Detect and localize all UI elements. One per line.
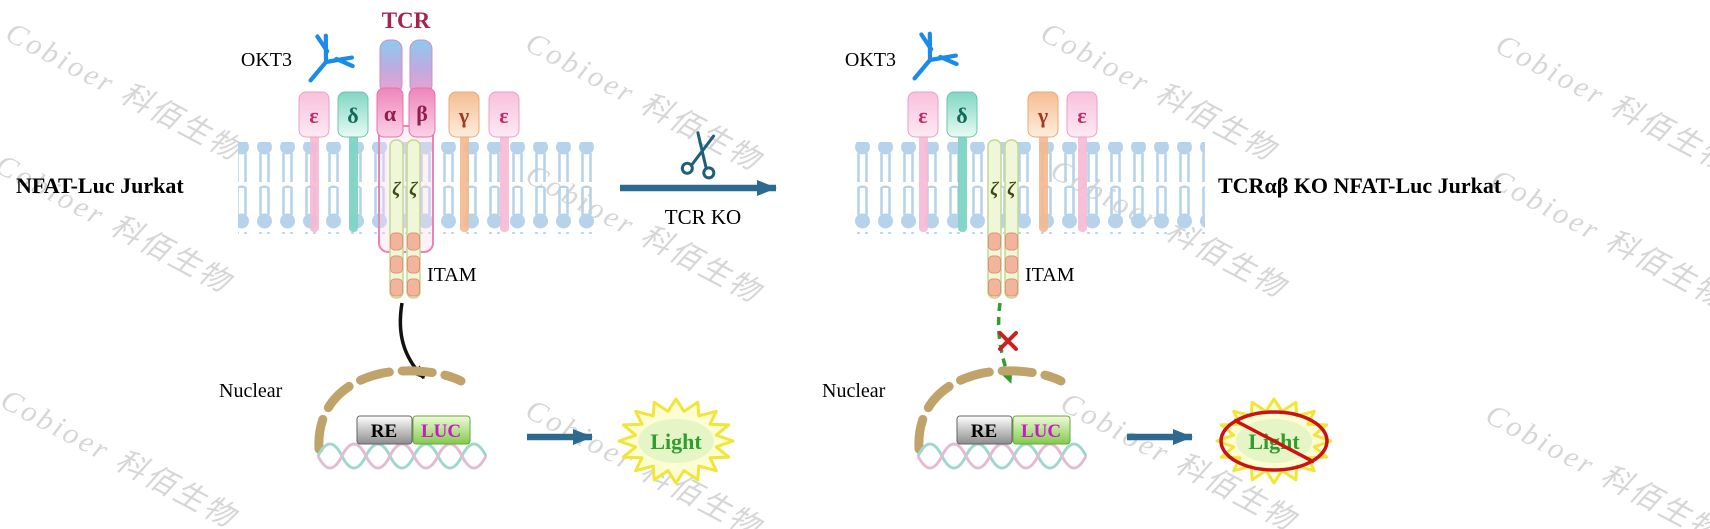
itam-motif: [407, 255, 420, 274]
itam-motif: [1005, 278, 1018, 297]
subunit-gamma: [448, 91, 480, 138]
right-cell-label: TCRαβ KO NFAT-Luc Jurkat: [1218, 173, 1502, 198]
subunit-beta-label: β: [416, 101, 428, 126]
subunit-gamma: [1027, 91, 1059, 138]
nuclear-membrane-arc: [314, 366, 466, 454]
itam-motif: [988, 232, 1001, 251]
re-label: RE: [371, 421, 397, 442]
okt3-label: OKT3: [241, 49, 292, 71]
subunit-epsilon1-label: ε: [309, 103, 318, 128]
tcr-alpha-stalk: [379, 39, 403, 95]
subunit-beta: [408, 87, 436, 138]
subunit-epsilon1: [298, 91, 330, 138]
dna-helix: [316, 442, 488, 470]
gamma-stalk: [1039, 130, 1048, 232]
re-label: RE: [971, 421, 997, 442]
subunit-epsilon2-label: ε: [1077, 103, 1086, 128]
right-panel: ζ ζ ε δ γ ε OKT3 ITAM TCRαβ KO NFAT-Luc …: [822, 31, 1502, 483]
okt3-antibody-icon: [308, 33, 355, 83]
zeta-chain-1: [987, 139, 1002, 299]
re-box: [356, 415, 413, 445]
tcr-ko-label: TCR KO: [665, 205, 741, 229]
subunit-gamma-label: γ: [1037, 103, 1048, 128]
subunit-epsilon2: [1066, 91, 1098, 138]
left-cell-label: NFAT-Luc Jurkat: [16, 173, 184, 198]
okt3-antibody-icon: [912, 31, 959, 81]
epsilon1-stalk: [310, 130, 319, 232]
okt3-label: OKT3: [845, 49, 896, 71]
light-label: Light: [650, 429, 702, 454]
luc-label: LUC: [421, 421, 461, 442]
subunit-epsilon2-label: ε: [499, 103, 508, 128]
re-box: [956, 415, 1013, 445]
itam-motif: [390, 278, 403, 297]
nuclear-membrane-arc: [914, 366, 1066, 454]
subunit-epsilon2: [488, 91, 520, 138]
luc-box: [1012, 415, 1071, 445]
itam-motif: [988, 278, 1001, 297]
luc-box: [412, 415, 471, 445]
itam-motif: [988, 255, 1001, 274]
zeta-label-2: ζ: [1007, 179, 1016, 200]
cell-membrane-bottom-leaflet: [855, 188, 1205, 234]
epsilon2-stalk: [1078, 130, 1087, 232]
scissors-icon: [680, 131, 716, 180]
tcr-beta-stalk: [409, 39, 433, 95]
blocked-cross-icon: [998, 331, 1018, 351]
epsilon2-stalk: [500, 130, 509, 232]
subunit-delta: [337, 91, 369, 138]
itam-motif: [390, 255, 403, 274]
nuclear-label: Nuclear: [219, 380, 283, 402]
nuclear-label: Nuclear: [822, 380, 886, 402]
dna-helix: [316, 442, 488, 470]
itam-motif: [407, 278, 420, 297]
light-burst-glow: [638, 419, 714, 463]
itam-motif: [1005, 232, 1018, 251]
zeta-label-1: ζ: [990, 179, 999, 200]
tcr-label: TCR: [382, 8, 431, 33]
cell-membrane-top-leaflet: [855, 142, 1205, 188]
subunit-epsilon1-label: ε: [918, 103, 927, 128]
tcr-transmembrane-bracket: [378, 125, 434, 253]
itam-motif: [390, 232, 403, 251]
subunit-delta-label: δ: [956, 103, 967, 128]
epsilon1-stalk: [919, 130, 928, 232]
subunit-alpha-label: α: [384, 101, 397, 126]
dna-helix: [916, 442, 1088, 470]
zeta-label-1: ζ: [392, 179, 401, 200]
subunit-delta: [946, 91, 978, 138]
itam-motif: [407, 232, 420, 251]
itam-motif: [1005, 255, 1018, 274]
gamma-stalk: [460, 130, 469, 232]
prohibition-icon: [1219, 410, 1329, 472]
delta-stalk: [958, 130, 967, 232]
ko-transition: TCR KO: [620, 131, 777, 229]
luc-label: LUC: [1021, 421, 1061, 442]
subunit-gamma-label: γ: [458, 103, 469, 128]
subunit-alpha: [376, 87, 404, 138]
left-panel: ζ ζ TCR ε δ α β γ ε OKT3 IT: [16, 8, 733, 483]
zeta-chain-2: [1004, 139, 1019, 299]
subunit-delta-label: δ: [347, 103, 358, 128]
zeta-chain-2: [406, 139, 421, 299]
zeta-chain-1: [389, 139, 404, 299]
zeta-label-2: ζ: [409, 179, 418, 200]
itam-label: ITAM: [427, 264, 477, 286]
delta-stalk: [349, 130, 358, 232]
dna-helix: [916, 442, 1088, 470]
itam-label: ITAM: [1025, 264, 1075, 286]
subunit-epsilon1: [907, 91, 939, 138]
